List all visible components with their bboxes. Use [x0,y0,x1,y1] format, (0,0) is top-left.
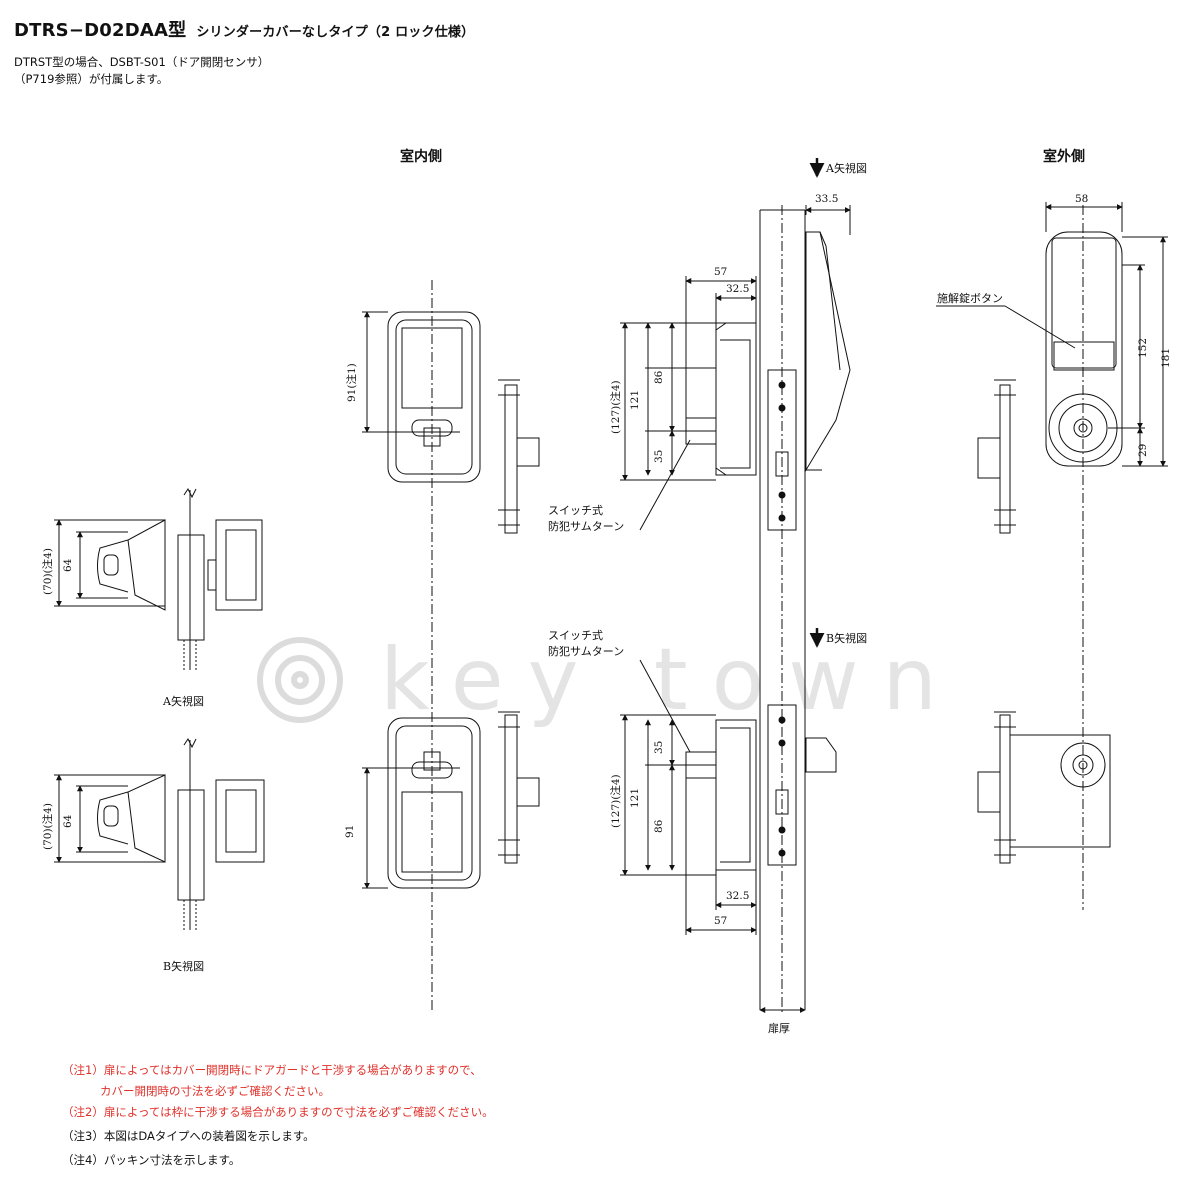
view-a-caption: A矢視図 [163,695,204,708]
dim-70-note4-b: (70)(注4) [42,803,54,850]
dim-64-a: 64 [62,558,74,572]
note-1-line-1: （注1）扉によってはカバー開閉時にドアガードと干渉する場合がありますので、 [62,1063,482,1077]
note-1: （注1）扉によってはカバー開閉時にドアガードと干渉する場合がありますので、 カバ… [62,1058,494,1100]
dim-127-note4-top: (127)(注4) [610,380,622,434]
thumbturn-callout-bottom: スイッチ式 防犯サムターン [548,628,624,660]
model-name: DTRS−D02DAA型 [14,20,187,41]
dim-181: 181 [1160,347,1172,368]
dim-91-note1: 91(注1) [346,363,358,402]
outdoor-heading: 室外側 [1043,149,1085,165]
dim-86-top: 86 [653,370,665,384]
view-b-caption: B矢視図 [163,960,205,973]
thumbturn-top-line2: 防犯サムターン [548,520,625,533]
model-subtitle: シリンダーカバーなしタイプ（2 ロック仕様） [196,25,475,40]
notes: （注1）扉によってはカバー開閉時にドアガードと干渉する場合がありますので、 カバ… [62,1058,494,1172]
indoor-heading: 室内側 [400,149,442,165]
thumbturn-top-line1: スイッチ式 [548,504,603,517]
dim-91: 91 [344,824,356,838]
dim-121-top: 121 [629,389,641,410]
dim-121-bottom: 121 [629,787,641,808]
note-3: （注3）本図はDAタイプへの装着図を示します。 [62,1129,315,1143]
page-title: DTRS−D02DAA型シリンダーカバーなしタイプ（2 ロック仕様） [14,16,474,42]
dim-33-5: 33.5 [815,193,839,205]
dim-35-bottom: 35 [653,740,665,754]
intro-text: DTRST型の場合、DSBT-S01（ドア開閉センサ） （P719参照）が付属し… [14,54,269,88]
dim-152: 152 [1137,337,1149,358]
note-4: （注4）パッキン寸法を示します。 [62,1153,241,1167]
note-1-line-2: カバー開閉時の寸法を必ずご確認ください。 [100,1084,330,1098]
dim-64-b: 64 [62,814,74,828]
dim-58: 58 [1075,193,1089,205]
dim-70-note4-a: (70)(注4) [42,548,54,595]
dim-57-top: 57 [714,266,728,278]
thumbturn-callout-top: スイッチ式 防犯サムターン [548,503,624,535]
note-2: （注2）扉によっては枠に干渉する場合がありますので寸法を必ずご確認ください。 [62,1105,494,1119]
dim-32-5-top: 32.5 [726,283,750,295]
dim-57-bottom: 57 [714,915,728,927]
intro-line-2: （P719参照）が付属します。 [14,72,169,86]
dim-35-top: 35 [653,449,665,463]
dim-127-note4-bottom: (127)(注4) [610,774,622,828]
thumbturn-bot-line2: 防犯サムターン [548,645,625,658]
release-button-callout: 施解錠ボタン [937,292,1003,305]
watermark: key town [380,630,962,730]
intro-line-1: DTRST型の場合、DSBT-S01（ドア開閉センサ） [14,55,270,69]
dim-86-bottom: 86 [653,819,665,833]
dim-29: 29 [1137,443,1149,457]
thumbturn-bot-line1: スイッチ式 [548,629,603,642]
dim-32-5-bottom: 32.5 [726,890,750,902]
arrow-a-label: A矢視図 [826,162,867,175]
arrow-b-label: B矢視図 [826,632,868,645]
door-thickness-label: 扉厚 [768,1022,790,1035]
